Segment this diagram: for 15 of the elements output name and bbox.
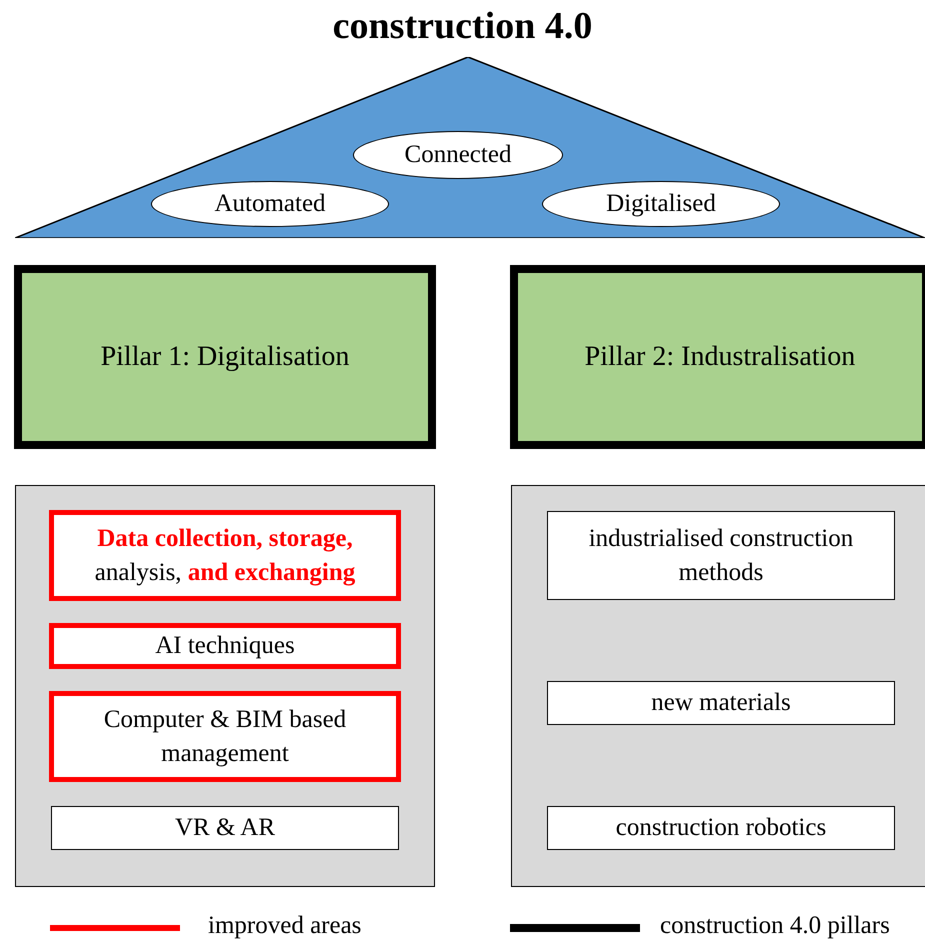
- highlighted-box: Computer & BIM based management: [49, 691, 401, 782]
- item-box: industrialised construction methods: [547, 511, 895, 600]
- highlighted-box: Data collection, storage, analysis, and exchanging: [49, 510, 401, 601]
- roof-triangle: [15, 57, 925, 238]
- highlighted-box: AI techniques: [49, 623, 401, 669]
- panel-background: [15, 485, 435, 887]
- item-box: new materials: [547, 681, 895, 725]
- item-box: VR & AR: [51, 806, 399, 850]
- legend-label: construction 4.0 pillars: [660, 912, 890, 941]
- panel-background: [511, 485, 925, 887]
- pillar-box: Pillar 2: Industralisation: [510, 265, 925, 449]
- item-box: construction robotics: [547, 806, 895, 850]
- title: construction 4.0: [332, 4, 594, 48]
- pillar-box: Pillar 1: Digitalisation: [14, 265, 436, 449]
- legend-label: improved areas: [208, 912, 362, 941]
